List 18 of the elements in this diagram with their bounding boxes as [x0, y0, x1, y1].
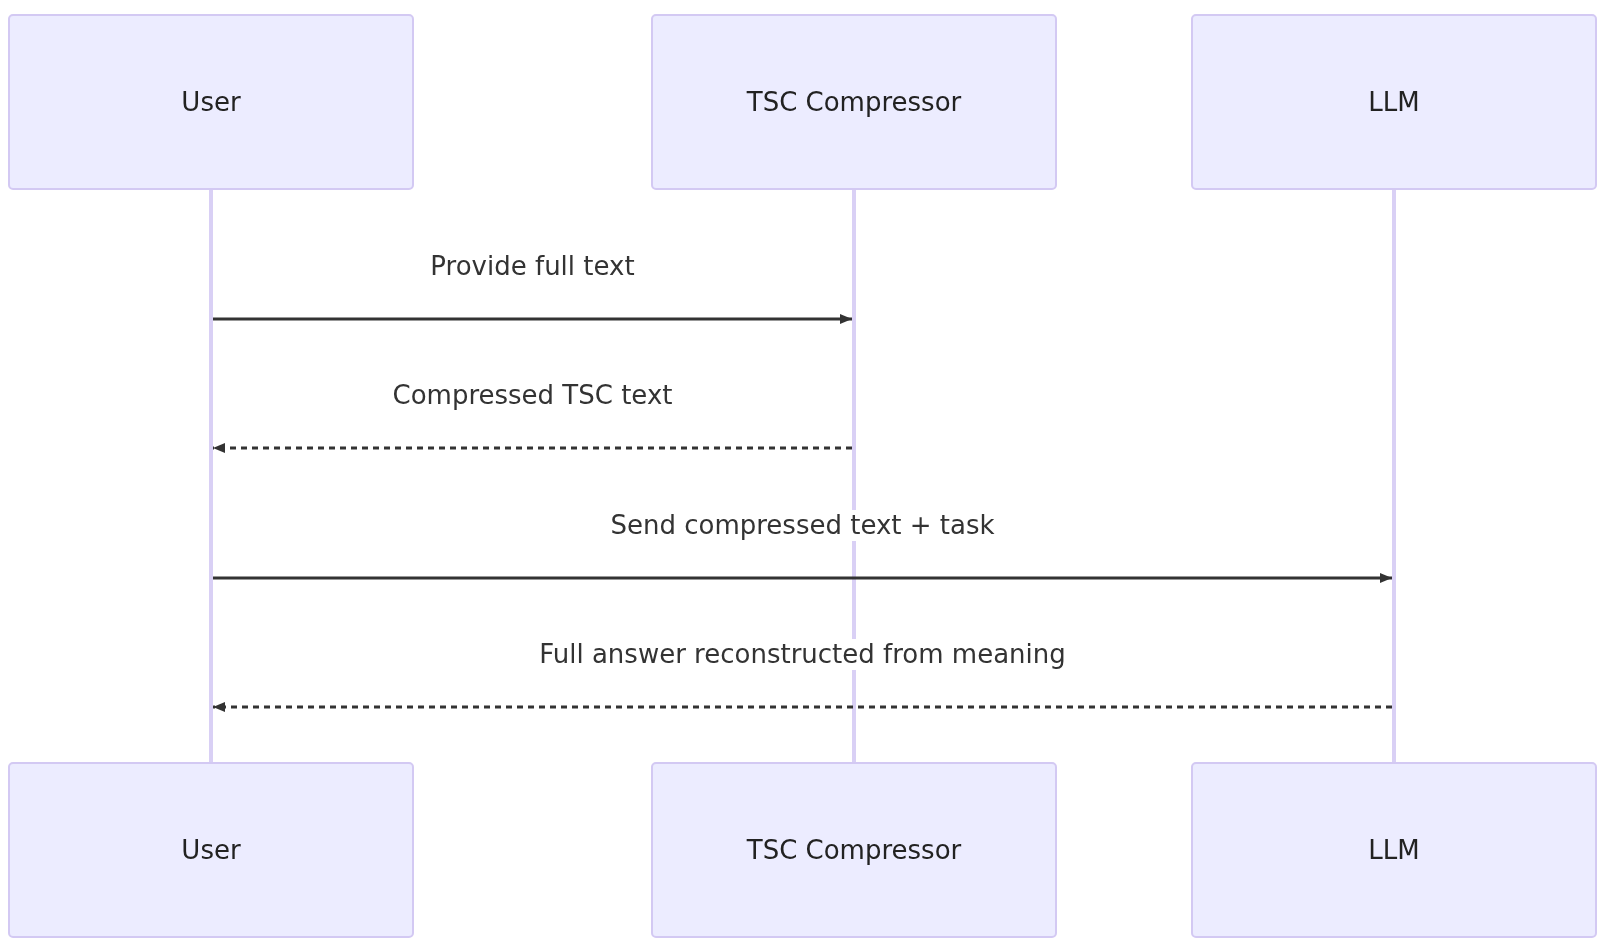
message-arrow: [213, 314, 852, 324]
participant-box: [8, 14, 414, 190]
lifeline: [209, 190, 213, 762]
participant-box: [8, 762, 414, 938]
participant-name: User: [181, 835, 241, 865]
participant-name: LLM: [1368, 835, 1420, 865]
participant-name: LLM: [1368, 87, 1420, 117]
participant-box: [1191, 14, 1597, 190]
message-arrow: [213, 443, 852, 453]
participant-box: [651, 762, 1057, 938]
message-arrow: [213, 702, 1392, 712]
participant-box: [651, 14, 1057, 190]
participant-name: TSC Compressor: [746, 835, 962, 865]
lifeline: [1392, 190, 1396, 762]
message-arrow: [213, 573, 1392, 583]
participant-box: [1191, 762, 1597, 938]
participant-name: User: [181, 87, 241, 117]
participant-name: TSC Compressor: [746, 87, 962, 117]
